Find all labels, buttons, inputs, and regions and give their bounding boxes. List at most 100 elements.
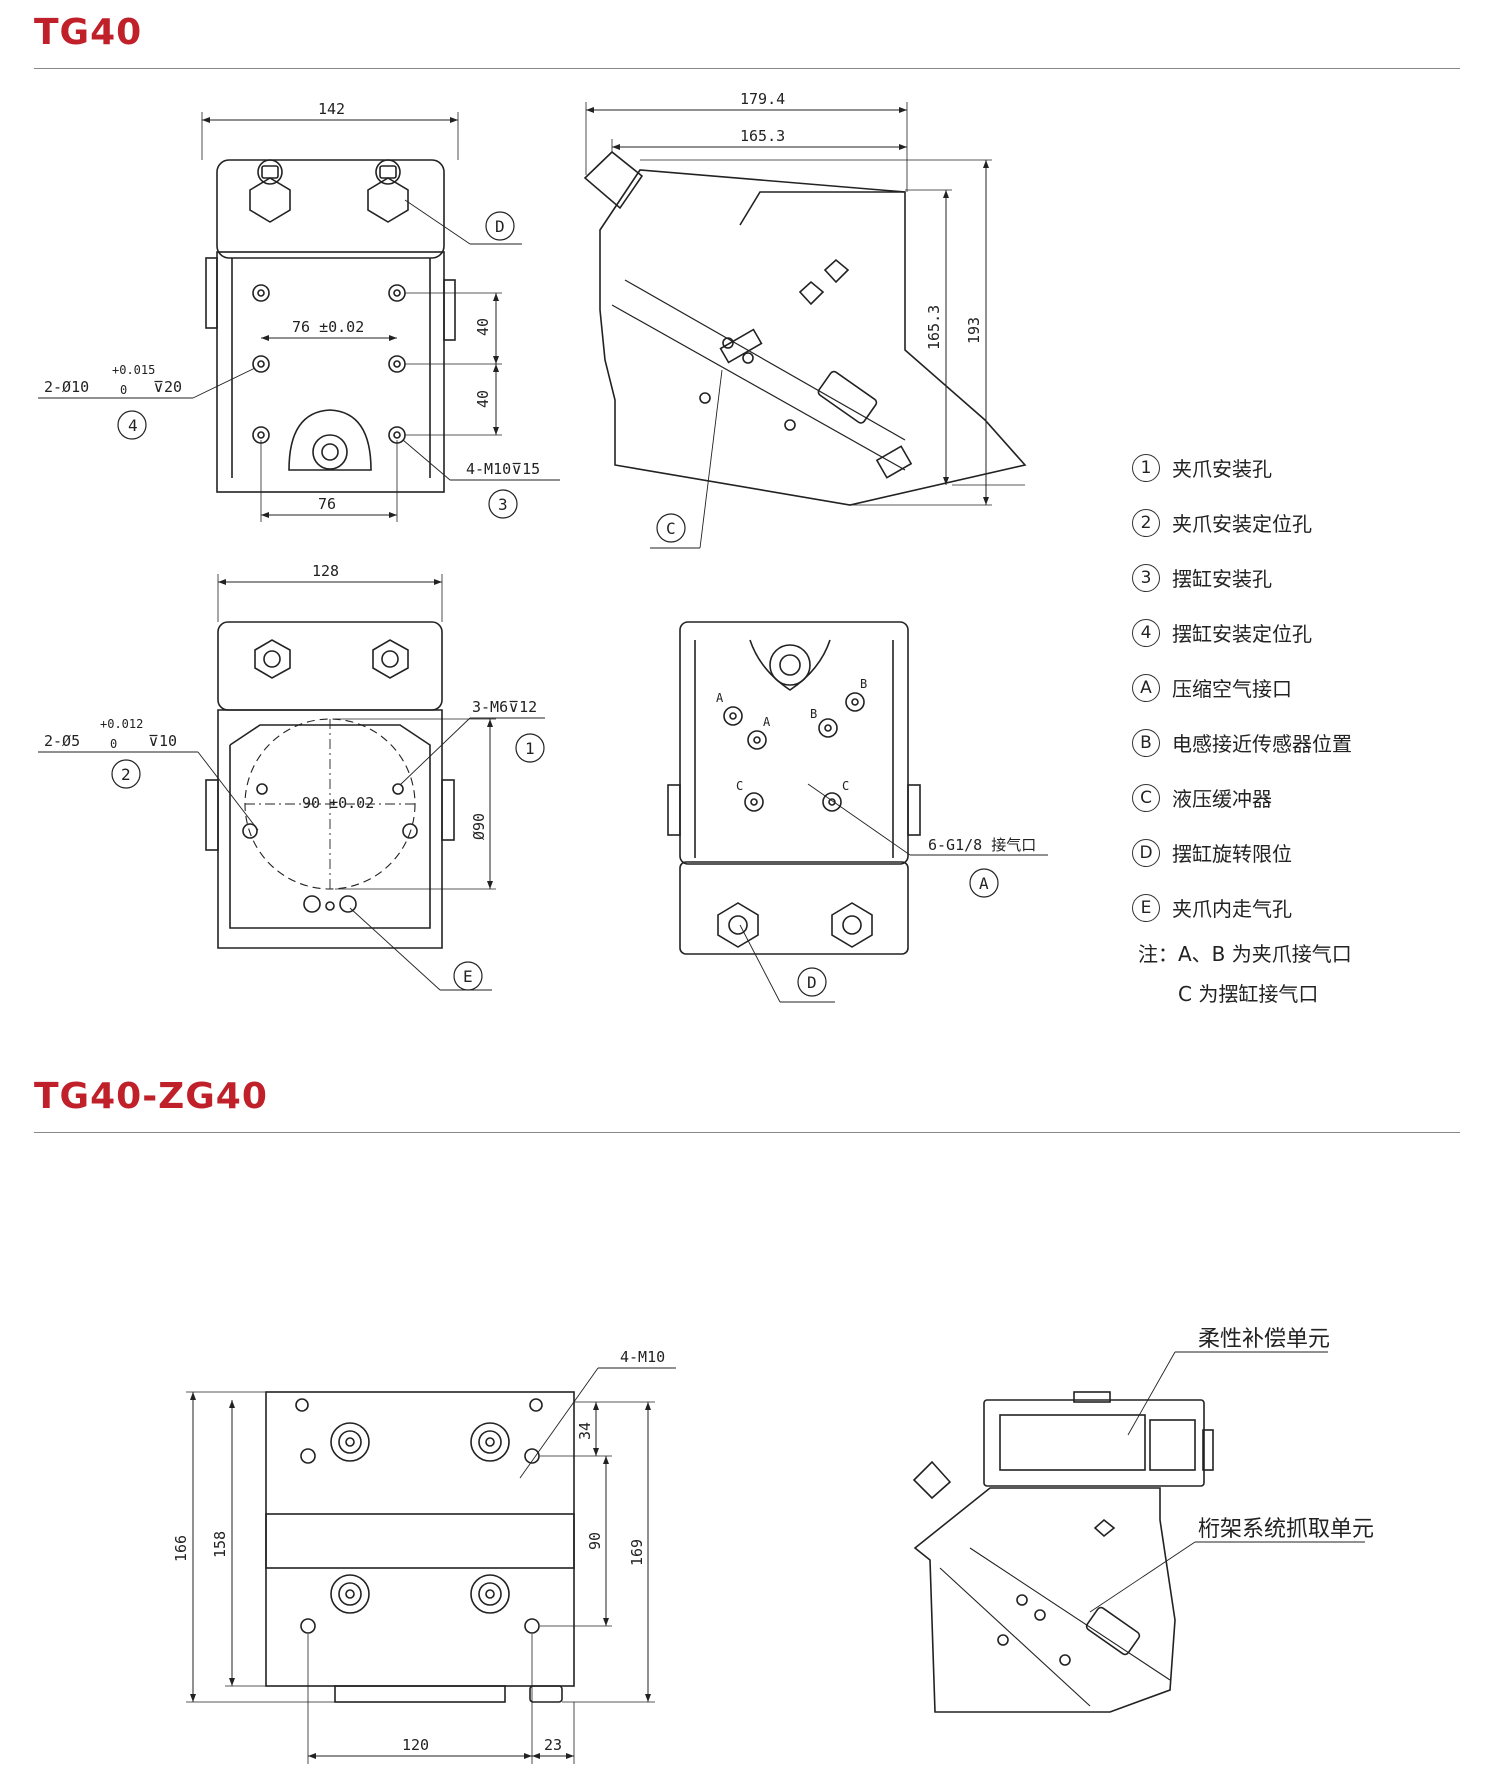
note-line-1: 注：A、B 为夹爪接气口 xyxy=(1138,942,1352,966)
callout-3-label: 3 xyxy=(498,495,508,514)
callout-b-label: C xyxy=(666,519,676,538)
legend-text: 夹爪内走气孔 xyxy=(1172,897,1292,921)
hole-depth-4: ⊽20 xyxy=(153,378,182,396)
legend-badge: A xyxy=(1132,673,1160,702)
brand-plate xyxy=(1085,1606,1141,1656)
side-view xyxy=(583,102,1027,549)
mount-hole-icon xyxy=(252,284,406,444)
hex-icon xyxy=(798,280,825,306)
dim-top-v2: 40 xyxy=(474,390,492,408)
legend-item: A 压缩空气接口 xyxy=(1132,660,1472,715)
callout-a-icon xyxy=(969,868,999,898)
fitting-icon xyxy=(367,159,409,223)
section-divider xyxy=(34,1132,1460,1133)
callout-2-icon xyxy=(111,759,141,789)
legend-text: 摆缸旋转限位 xyxy=(1172,842,1292,866)
hex-icon xyxy=(1093,1518,1116,1538)
label-gantry-unit: 桁架系统抓取单元 xyxy=(1198,1517,1374,1542)
hole-tol-upper-2: +0.012 xyxy=(100,717,143,731)
legend-text: 摆缸安装定位孔 xyxy=(1172,622,1312,646)
port-view xyxy=(667,621,1048,1003)
callout-e-icon xyxy=(453,961,483,991)
hole-depth-2: ⊽10 xyxy=(148,732,177,750)
port-label-c: C xyxy=(842,779,849,793)
assembly-thread-spec: 4-M10 xyxy=(620,1348,665,1366)
legend-badge: 4 xyxy=(1132,618,1160,647)
port-label-a: A xyxy=(763,715,771,729)
port-label-b: B xyxy=(860,677,867,691)
port-label-a: A xyxy=(716,691,724,705)
callout-1-label: 1 xyxy=(525,739,535,758)
callout-b-icon xyxy=(656,513,686,543)
dim-w-pitch: 120 xyxy=(402,1736,429,1754)
hole-spec-2: 2-Ø5 xyxy=(44,732,80,750)
fitting-icon xyxy=(254,639,409,679)
callout-c-icon xyxy=(485,211,515,241)
legend-item: D 摆缸旋转限位 xyxy=(1132,825,1472,880)
dim-side-height-total: 193 xyxy=(965,317,983,344)
brand-plate xyxy=(817,370,878,424)
port-label-b: B xyxy=(810,707,817,721)
thread-spec-1: 3-M6⊽12 xyxy=(472,698,537,716)
callout-e-label: E xyxy=(463,967,473,986)
legend: 1 夹爪安装孔 2 夹爪安装定位孔 3 摆缸安装孔 4 摆缸安装定位孔 A 压缩… xyxy=(1132,440,1472,935)
callout-d-label: D xyxy=(807,973,817,992)
callout-d-icon xyxy=(797,967,827,997)
hole-tol-upper: +0.015 xyxy=(112,363,155,377)
callout-3-icon xyxy=(488,489,518,519)
hole-spec-4: 2-Ø10 xyxy=(44,378,89,396)
legend-item: 4 摆缸安装定位孔 xyxy=(1132,605,1472,660)
legend-text: 夹爪安装定位孔 xyxy=(1172,512,1312,536)
note-line-2: C 为摆缸接气口 xyxy=(1178,982,1319,1006)
thread-spec-3: 4-M10⊽15 xyxy=(466,460,540,478)
assembly-front-view xyxy=(186,1367,676,1764)
port-hole-icon xyxy=(723,692,865,812)
legend-item: B 电感接近传感器位置 xyxy=(1132,715,1472,770)
callout-1-icon xyxy=(515,733,545,763)
dim-h-right: 169 xyxy=(628,1539,646,1566)
dim-h-outer: 166 xyxy=(172,1535,190,1562)
legend-text: 压缩空气接口 xyxy=(1172,677,1292,701)
label-flex-unit: 柔性补偿单元 xyxy=(1198,1327,1330,1352)
dim-diameter: Ø90 xyxy=(470,813,488,840)
dim-top-pitch: 76 xyxy=(318,495,336,513)
callout-4-icon xyxy=(117,410,147,440)
section-divider xyxy=(34,68,1460,69)
dim-side-length-body: 165.3 xyxy=(740,127,785,145)
legend-item: 1 夹爪安装孔 xyxy=(1132,440,1472,495)
legend-text: 夹爪安装孔 xyxy=(1172,457,1272,481)
callout-4-label: 4 xyxy=(128,416,138,435)
dim-bottom-width: 128 xyxy=(312,562,339,580)
callout-a-label: A xyxy=(979,874,989,893)
dim-w-offset: 23 xyxy=(544,1736,562,1754)
legend-text: 摆缸安装孔 xyxy=(1172,567,1272,591)
section-title-tg40-zg40: TG40-ZG40 xyxy=(34,1076,268,1117)
legend-badge: D xyxy=(1132,838,1160,867)
assembly-iso-view xyxy=(912,1351,1365,1713)
callout-2-label: 2 xyxy=(121,765,131,784)
legend-item: E 夹爪内走气孔 xyxy=(1132,880,1472,935)
legend-badge: 1 xyxy=(1132,453,1160,482)
port-label-c: C xyxy=(736,779,743,793)
dim-h-inner: 158 xyxy=(211,1531,229,1558)
legend-badge: C xyxy=(1132,783,1160,812)
legend-badge: 2 xyxy=(1132,508,1160,537)
fitting-icon xyxy=(249,159,291,223)
legend-badge: 3 xyxy=(1132,563,1160,592)
legend-text: 液压缓冲器 xyxy=(1172,787,1272,811)
dim-h-top: 34 xyxy=(576,1422,594,1440)
legend-item: C 液压缓冲器 xyxy=(1132,770,1472,825)
dim-side-height-body: 165.3 xyxy=(925,305,943,350)
dim-side-length-total: 179.4 xyxy=(740,90,785,108)
callout-c-label: D xyxy=(495,217,505,236)
port-spec: 6-G1/8 接气口 xyxy=(928,836,1036,854)
counterbore-icon xyxy=(330,1422,510,1614)
section-title-tg40: TG40 xyxy=(34,12,143,53)
dim-top-v1: 40 xyxy=(474,318,492,336)
dim-top-width: 142 xyxy=(318,100,345,118)
legend-text: 电感接近传感器位置 xyxy=(1172,732,1352,756)
hex-icon xyxy=(823,258,850,284)
dim-h-mid: 90 xyxy=(586,1532,604,1550)
legend-badge: B xyxy=(1132,728,1160,757)
